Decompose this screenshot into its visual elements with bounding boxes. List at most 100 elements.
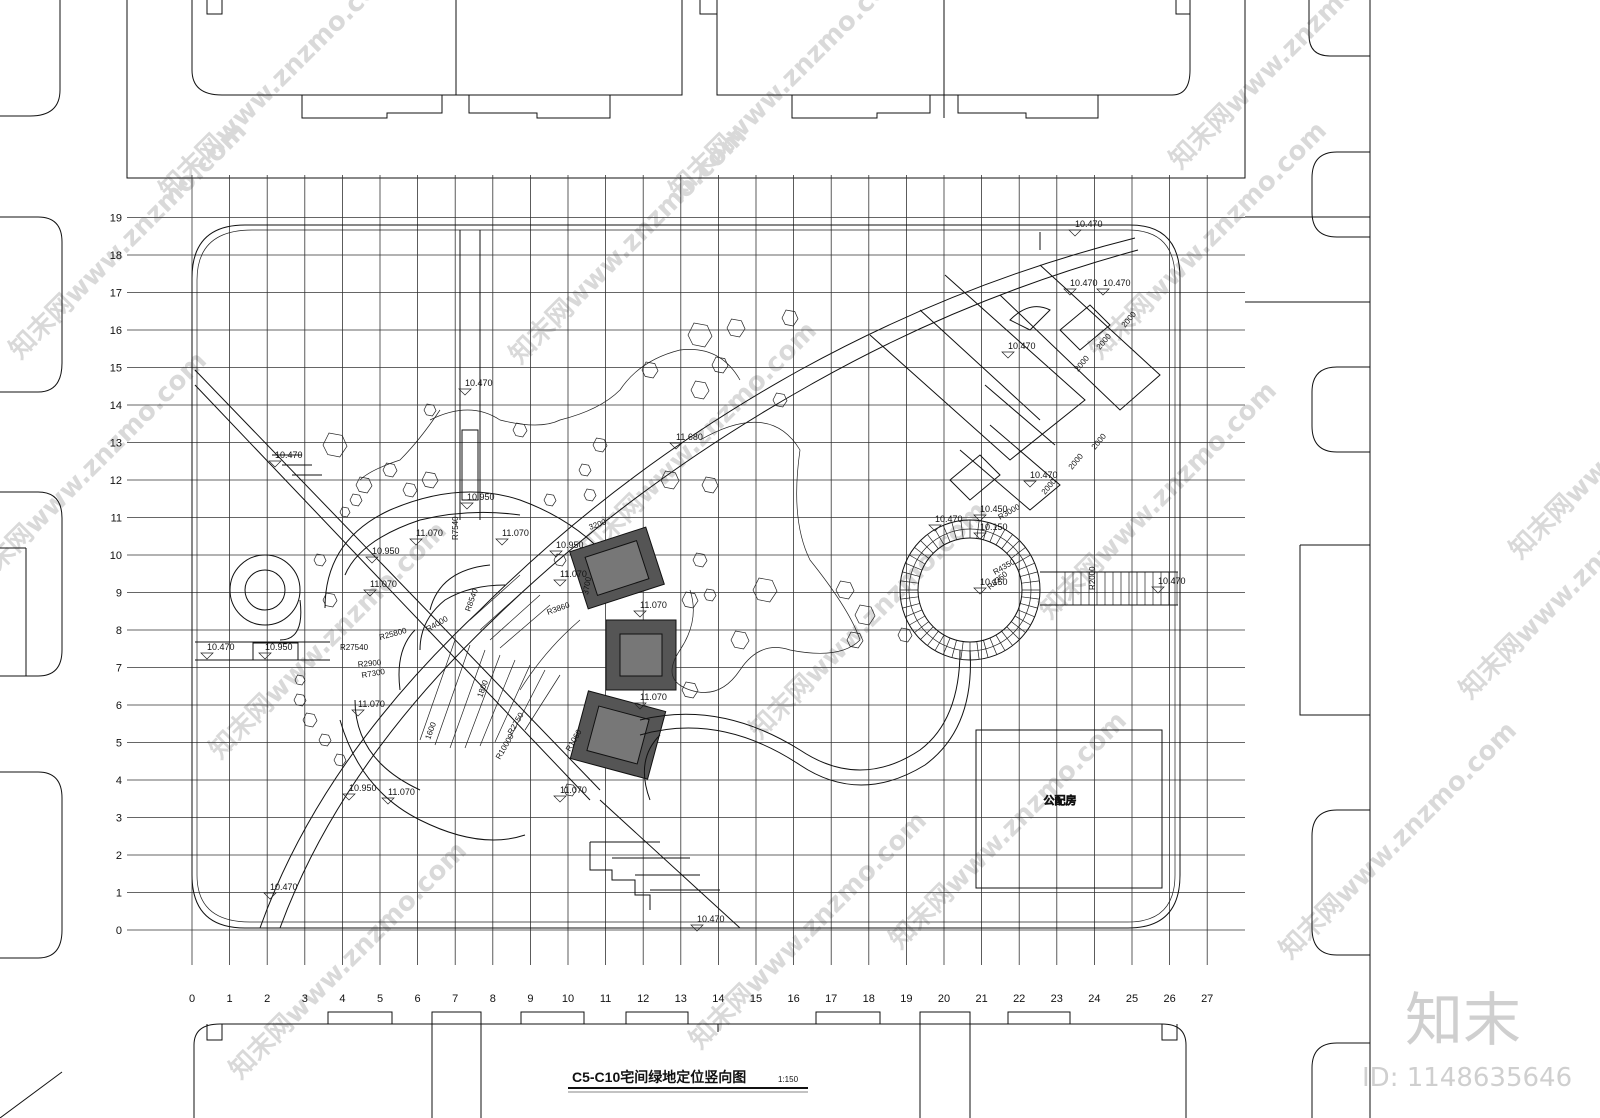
rock [553,553,567,567]
grid-label-x: 8 [490,993,496,1005]
grid-label-x: 10 [562,993,574,1005]
elevation-label: 11.680 [676,432,703,442]
coordinate-grid [127,175,1245,965]
grid-label-y: 14 [110,400,122,412]
elevation-triangle [553,795,567,803]
watermark-text: 知末网www.znzmo.com [1034,376,1283,625]
site-boundary [191,224,1181,929]
elevation-triangle [633,702,647,710]
elevation-label: 10.950 [265,642,293,652]
grid-label-y: 9 [116,588,122,600]
northeast-terraces [869,264,1161,511]
elevation-triangle [409,538,423,546]
elevation-label: 10.950 [349,783,377,793]
elevation-label: 10.150 [980,577,1008,587]
rock [293,693,307,707]
rock [730,630,750,650]
elevation-triangle [363,589,377,597]
dimension-label: 2000 [1067,451,1086,471]
grid-label-y: 15 [110,363,122,375]
grid-label-x: 7 [452,993,458,1005]
rock [772,392,788,408]
northwest-path [194,369,601,801]
dimension-label: 2000 [1090,431,1109,451]
grid-label-y: 3 [116,813,122,825]
grid-label-x: 9 [527,993,533,1005]
rock [318,733,332,747]
elevation-label: 10.470 [207,642,235,652]
grid-label-y: 18 [110,250,122,262]
grid-label-x: 14 [712,993,724,1005]
elevation-triangle [553,579,567,587]
elevation-triangle [351,709,365,717]
rock [294,674,306,686]
grid-label-y: 10 [110,550,122,562]
rock [726,318,746,338]
grid-label-y: 11 [111,513,122,525]
rock [781,309,799,327]
elevation-label: 10.470 [1158,576,1186,586]
elevation-triangle [633,610,647,618]
grid-label-y: 12 [110,475,122,487]
grid-label-y: 2 [116,850,122,862]
watermark-text: 知末网www.znzmo.com [664,0,913,205]
elevation-label: 10.950 [467,492,495,502]
grid-label-x: 20 [938,993,950,1005]
pavilion-middle [605,619,677,691]
rock [641,361,659,379]
elevation-label: 11.070 [502,528,529,538]
rock [402,482,418,498]
brand-logo-text: 知末 [1405,986,1521,1054]
elevation-label: 10.450 [980,504,1008,514]
elevation-triangle [549,550,563,558]
landscape-rocks [293,309,913,797]
grid-label-y: 0 [116,925,122,937]
lawn-outline [359,349,861,693]
elevation-label: 10.950 [372,546,400,556]
elevation-label: 10.150 [980,522,1008,532]
elevation-triangle [1096,288,1110,296]
central-arc-plaza [324,491,611,841]
grid-label-x: 15 [750,993,762,1005]
grid-label-x: 27 [1201,993,1213,1005]
elevation-triangle [342,793,356,801]
elevation-label: 11.070 [416,528,443,538]
diagonal-main-path [259,232,1139,929]
rock [592,437,608,453]
elevation-label: 10.470 [1075,219,1103,229]
grid-label-x: 25 [1126,993,1138,1005]
paving-ring [908,528,1032,652]
pavilion-south [569,690,667,780]
dimension-label: R27540 [340,643,369,652]
rock [897,627,913,643]
elevation-triangle [268,460,282,468]
watermark-text: 知末网www.znzmo.com [744,496,993,745]
brand-logo: 知末 ID: 1148635646 [1362,986,1572,1093]
dimension-label: R3860 [546,600,572,617]
dimension-label: 2000 [1073,353,1092,373]
grid-label-x: 18 [863,993,875,1005]
dimension-label: R7540 [451,516,460,540]
grid-label-y: 7 [116,663,122,675]
rock [835,580,855,600]
rock [423,403,437,417]
grid-label-y: 13 [110,438,122,450]
surrounding-buildings [0,0,1371,1118]
rock [711,356,729,374]
rock [302,712,318,728]
grid-label-y: 19 [110,213,122,225]
elevation-label: 10.470 [1030,470,1058,480]
rock [333,753,347,767]
rock [322,432,348,458]
grid-label-x: 0 [189,993,195,1005]
watermark-text: 知末网www.znzmo.com [1504,316,1600,565]
elevation-triangle [1001,351,1015,359]
north-walkway [459,230,481,520]
grid-label-y: 8 [116,625,122,637]
east-circular-plaza [899,519,1178,661]
rock [583,488,597,502]
grid-label-x: 26 [1163,993,1175,1005]
west-round-plaza [229,554,302,641]
rock [701,476,719,494]
